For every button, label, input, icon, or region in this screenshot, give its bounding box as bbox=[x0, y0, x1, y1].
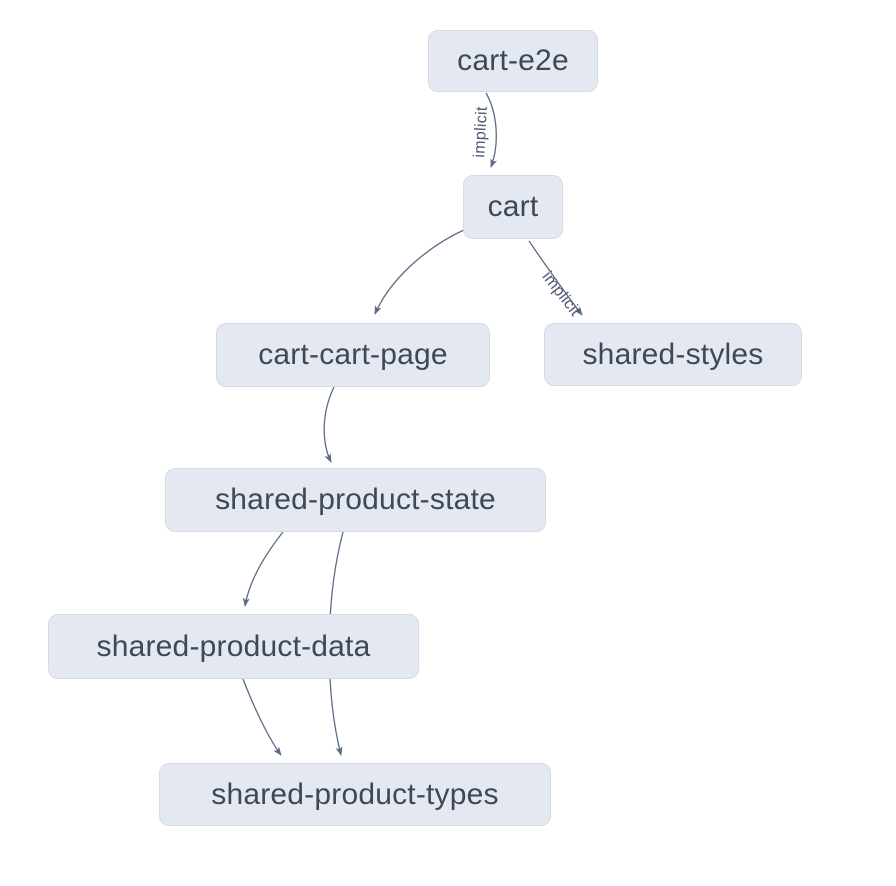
edge-cart-cart-page-to-shared-product-state[interactable] bbox=[323, 386, 335, 463]
graph-node-shared-product-data[interactable]: shared-product-data bbox=[48, 614, 419, 679]
graph-node-cart[interactable]: cart bbox=[463, 175, 563, 239]
graph-node-label: shared-styles bbox=[582, 337, 764, 371]
graph-node-cart-cart-page[interactable]: cart-cart-page bbox=[216, 323, 490, 387]
edge-label-cart-e2e-to-cart: implicit bbox=[471, 106, 491, 158]
graph-node-label: cart-cart-page bbox=[258, 338, 448, 371]
edge-cart-to-shared-styles[interactable] bbox=[528, 240, 583, 316]
graph-node-label: shared-product-types bbox=[211, 777, 499, 811]
edge-cart-e2e-to-cart[interactable] bbox=[485, 92, 498, 168]
graph-node-label: cart bbox=[487, 190, 539, 223]
edge-cart-to-cart-cart-page[interactable] bbox=[374, 228, 467, 315]
edge-shared-product-state-to-shared-product-data[interactable] bbox=[242, 531, 284, 607]
graph-node-label: shared-product-data bbox=[96, 629, 371, 663]
graph-node-shared-styles[interactable]: shared-styles bbox=[544, 323, 802, 386]
graph-node-shared-product-state[interactable]: shared-product-state bbox=[165, 468, 546, 532]
graph-node-label: shared-product-state bbox=[215, 483, 496, 516]
graph-node-shared-product-types[interactable]: shared-product-types bbox=[159, 763, 551, 826]
graph-node-label: cart-e2e bbox=[457, 44, 569, 77]
edge-shared-product-data-to-shared-product-types[interactable] bbox=[242, 678, 282, 756]
graph-node-cart-e2e[interactable]: cart-e2e bbox=[428, 30, 598, 92]
edge-label-cart-to-shared-styles: implicit bbox=[539, 269, 584, 320]
